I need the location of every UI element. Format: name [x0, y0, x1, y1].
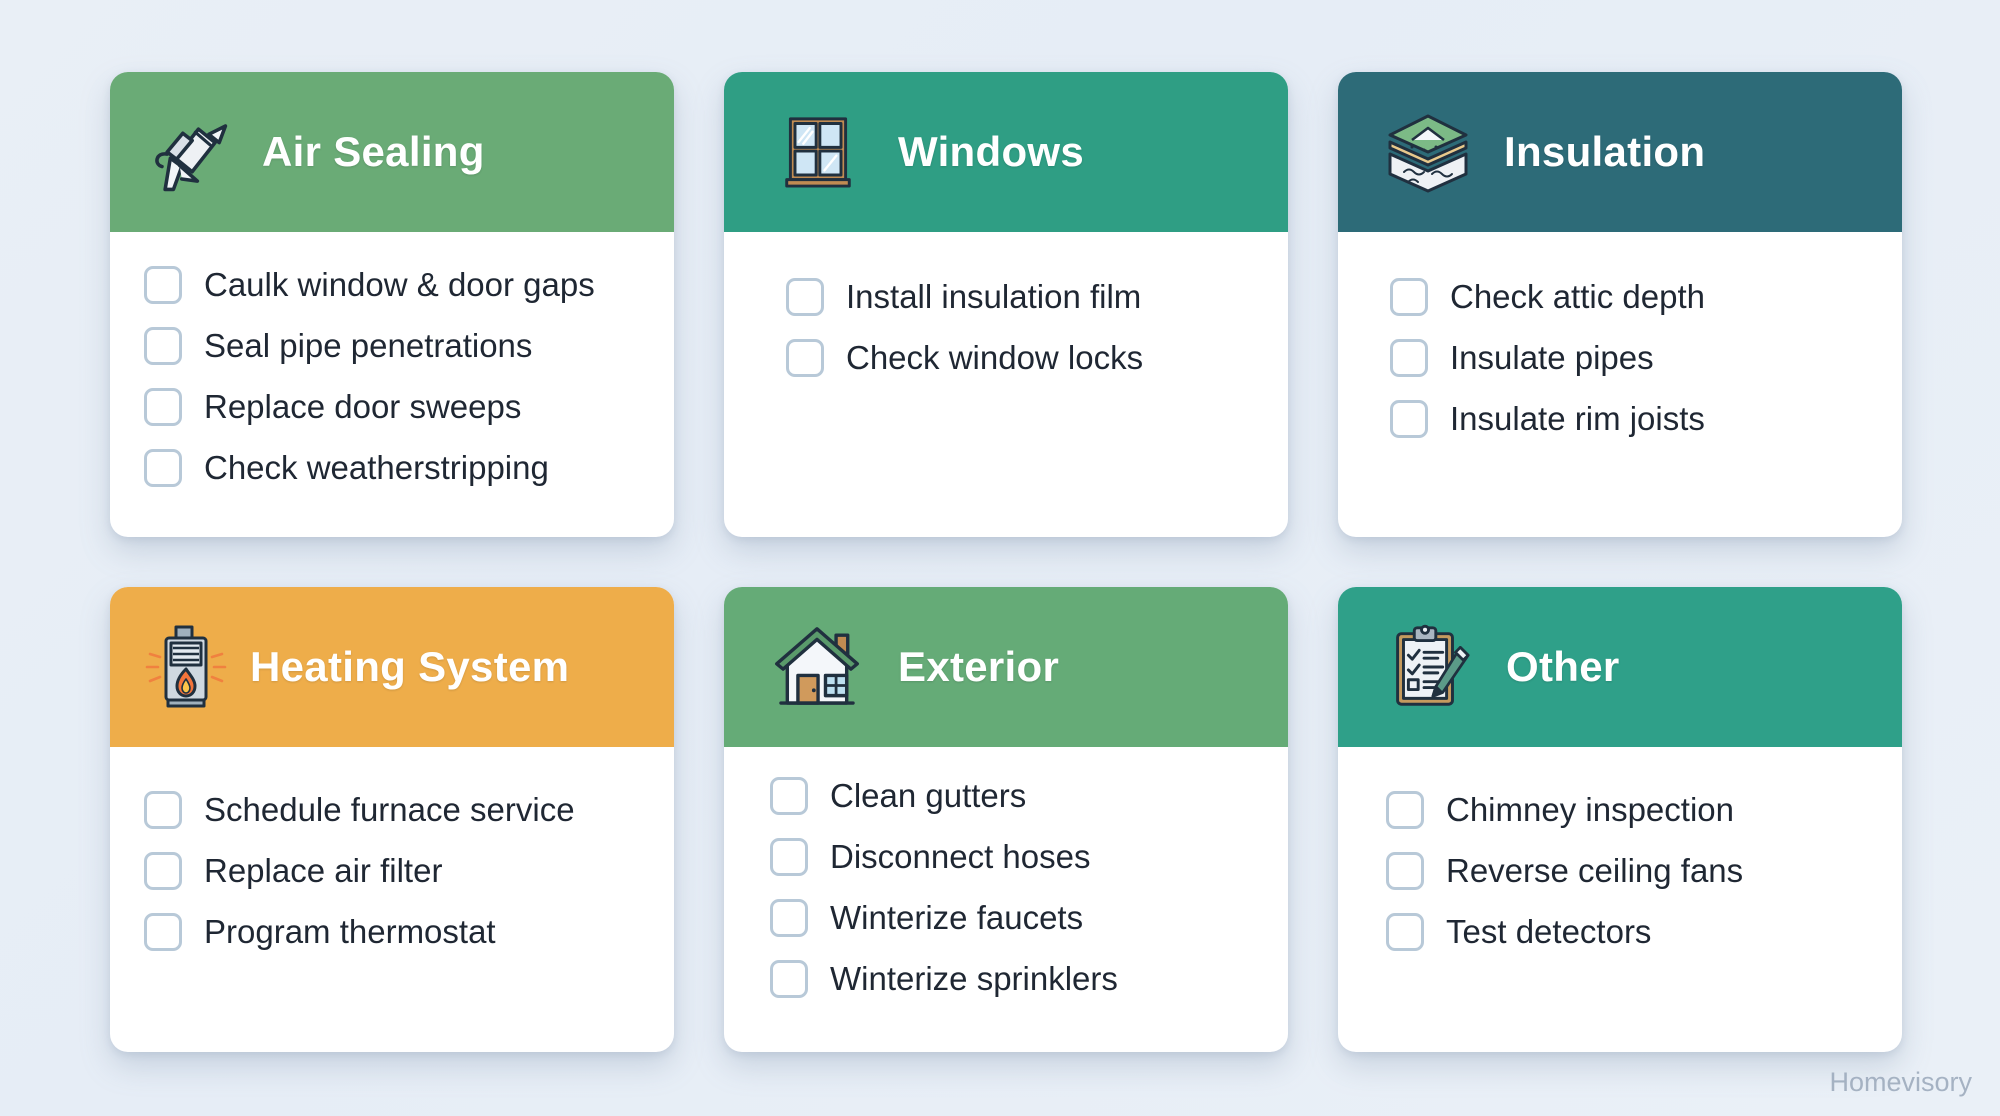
card-header-exterior: Exterior	[724, 587, 1288, 747]
list-item-label: Replace air filter	[204, 851, 443, 889]
list-item-label: Check weatherstripping	[204, 448, 549, 486]
card-air-sealing: Air Sealing Caulk window & door gaps Sea…	[110, 72, 674, 537]
list-item[interactable]: Insulate pipes	[1390, 339, 1872, 377]
list-item-label: Chimney inspection	[1446, 790, 1734, 828]
checkbox-icon[interactable]	[144, 449, 182, 487]
list-item[interactable]: Replace air filter	[144, 852, 644, 890]
card-header-other: Other	[1338, 587, 1902, 747]
card-exterior: Exterior Clean gutters Disconnect hoses …	[724, 587, 1288, 1052]
list-item-label: Caulk window & door gaps	[204, 265, 595, 303]
checkbox-icon[interactable]	[786, 278, 824, 316]
checklist-card-grid: Air Sealing Caulk window & door gaps Sea…	[110, 72, 1902, 1052]
card-body-insulation: Check attic depth Insulate pipes Insulat…	[1338, 232, 1902, 537]
card-body-other: Chimney inspection Reverse ceiling fans …	[1338, 747, 1902, 1052]
checkbox-icon[interactable]	[144, 791, 182, 829]
list-item[interactable]: Check attic depth	[1390, 278, 1872, 316]
list-item[interactable]: Chimney inspection	[1386, 791, 1872, 829]
list-item[interactable]: Clean gutters	[770, 777, 1258, 815]
list-item[interactable]: Seal pipe penetrations	[144, 327, 644, 365]
list-item[interactable]: Schedule furnace service	[144, 791, 644, 829]
list-item[interactable]: Test detectors	[1386, 913, 1872, 951]
card-other: Other Chimney inspection Reverse ceiling…	[1338, 587, 1902, 1052]
list-item-label: Winterize sprinklers	[830, 959, 1118, 997]
caulk-gun-icon	[136, 100, 240, 204]
checkbox-icon[interactable]	[144, 327, 182, 365]
checkbox-icon[interactable]	[770, 899, 808, 937]
checkbox-icon[interactable]	[770, 838, 808, 876]
card-heating-system: Heating System Schedule furnace service …	[110, 587, 674, 1052]
list-item[interactable]: Check window locks	[786, 339, 1258, 377]
card-title-heating-system: Heating System	[250, 643, 570, 690]
card-header-windows: Windows	[724, 72, 1288, 232]
list-item-label: Check attic depth	[1450, 277, 1705, 315]
checkbox-icon[interactable]	[1390, 339, 1428, 377]
list-item-label: Disconnect hoses	[830, 837, 1091, 875]
list-item[interactable]: Insulate rim joists	[1390, 400, 1872, 438]
list-item-label: Reverse ceiling fans	[1446, 851, 1744, 889]
list-item-label: Program thermostat	[204, 912, 496, 950]
checkbox-icon[interactable]	[1390, 278, 1428, 316]
list-item-label: Clean gutters	[830, 776, 1027, 814]
card-body-windows: Install insulation film Check window loc…	[724, 232, 1288, 537]
list-item[interactable]: Replace door sweeps	[144, 388, 644, 426]
list-item-label: Insulate rim joists	[1450, 399, 1705, 437]
card-title-air-sealing: Air Sealing	[262, 128, 485, 175]
list-item-label: Schedule furnace service	[204, 790, 575, 828]
list-item[interactable]: Disconnect hoses	[770, 838, 1258, 876]
window-icon	[772, 106, 864, 198]
checkbox-icon[interactable]	[144, 388, 182, 426]
furnace-icon	[136, 617, 236, 717]
checkbox-icon[interactable]	[144, 266, 182, 304]
list-item-label: Replace door sweeps	[204, 387, 522, 425]
list-item-label: Install insulation film	[846, 277, 1142, 315]
house-icon	[764, 614, 870, 720]
checkbox-icon[interactable]	[770, 960, 808, 998]
card-windows: Windows Install insulation film Check wi…	[724, 72, 1288, 537]
list-item-label: Winterize faucets	[830, 898, 1084, 936]
watermark-label: Homevisory	[1829, 1067, 1972, 1097]
card-body-exterior: Clean gutters Disconnect hoses Winterize…	[724, 747, 1288, 1052]
checkbox-icon[interactable]	[1390, 400, 1428, 438]
list-item[interactable]: Winterize sprinklers	[770, 960, 1258, 998]
card-header-air-sealing: Air Sealing	[110, 72, 674, 232]
card-insulation: Insulation Check attic depth Insulate pi…	[1338, 72, 1902, 537]
list-item-label: Insulate pipes	[1450, 338, 1654, 376]
card-header-heating-system: Heating System	[110, 587, 674, 747]
insulation-layers-icon	[1378, 102, 1478, 202]
checkbox-icon[interactable]	[770, 777, 808, 815]
card-body-air-sealing: Caulk window & door gaps Seal pipe penet…	[110, 232, 674, 537]
card-header-insulation: Insulation	[1338, 72, 1902, 232]
card-title-insulation: Insulation	[1504, 128, 1706, 175]
list-item[interactable]: Install insulation film	[786, 278, 1258, 316]
list-item[interactable]: Reverse ceiling fans	[1386, 852, 1872, 890]
clipboard-pencil-icon	[1378, 618, 1476, 716]
checkbox-icon[interactable]	[144, 913, 182, 951]
card-title-windows: Windows	[898, 128, 1085, 175]
list-item[interactable]: Check weatherstripping	[144, 449, 644, 487]
checkbox-icon[interactable]	[1386, 852, 1424, 890]
checkbox-icon[interactable]	[1386, 791, 1424, 829]
list-item-label: Test detectors	[1446, 912, 1652, 950]
list-item[interactable]: Caulk window & door gaps	[144, 266, 644, 304]
list-item[interactable]: Winterize faucets	[770, 899, 1258, 937]
card-title-exterior: Exterior	[898, 643, 1060, 690]
list-item[interactable]: Program thermostat	[144, 913, 644, 951]
checkbox-icon[interactable]	[786, 339, 824, 377]
checkbox-icon[interactable]	[144, 852, 182, 890]
checkbox-icon[interactable]	[1386, 913, 1424, 951]
card-body-heating-system: Schedule furnace service Replace air fil…	[110, 747, 674, 1052]
list-item-label: Seal pipe penetrations	[204, 326, 533, 364]
card-title-other: Other	[1506, 643, 1620, 690]
list-item-label: Check window locks	[846, 338, 1144, 376]
